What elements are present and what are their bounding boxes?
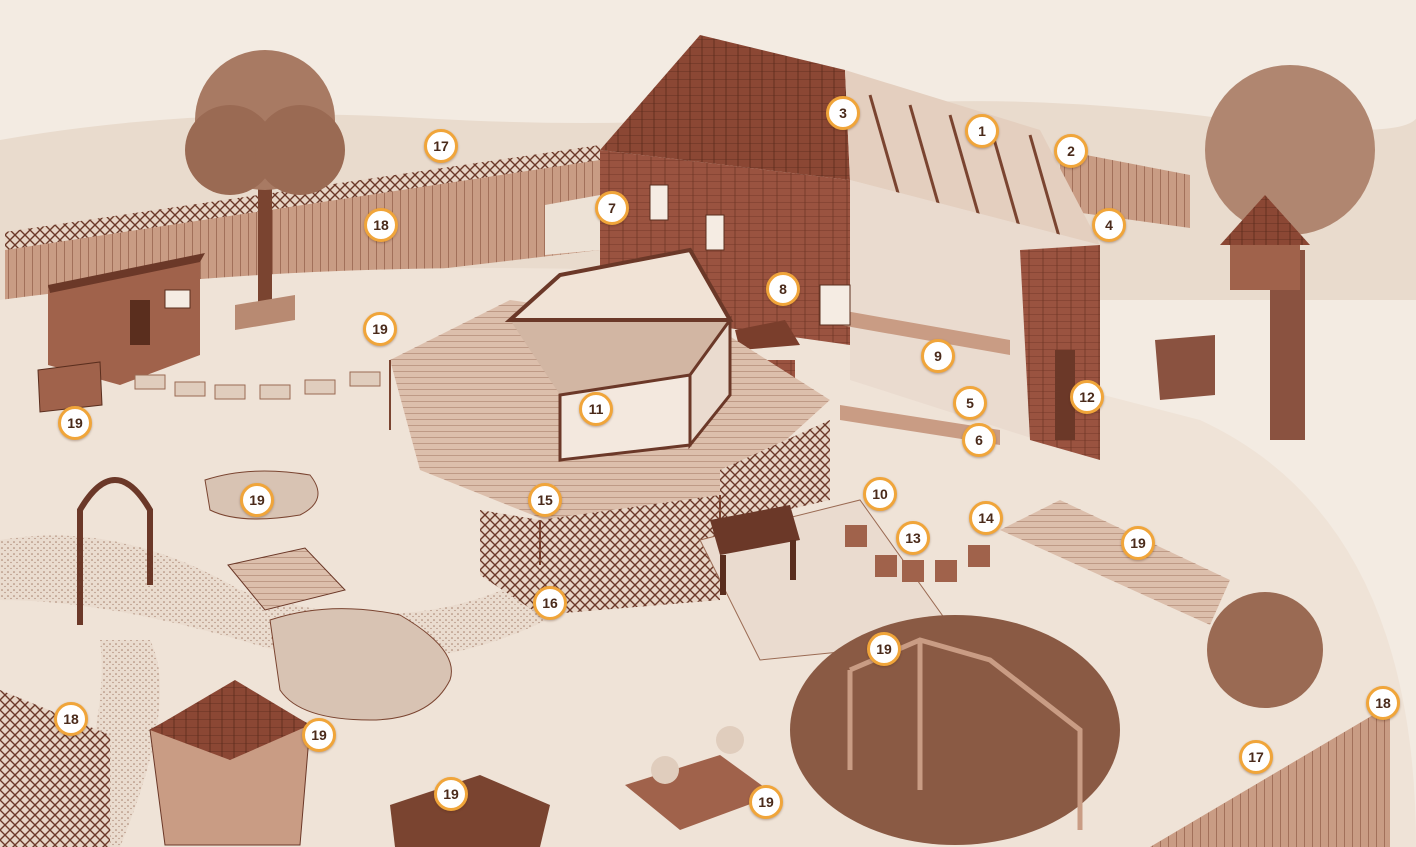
callout-8: 8 xyxy=(766,272,800,306)
callout-20: 19 xyxy=(240,483,274,517)
callout-19-picnic: 19 xyxy=(749,785,783,819)
callout-18-front-left: 18 xyxy=(54,702,88,736)
callout-10: 10 xyxy=(863,477,897,511)
callout-15: 15 xyxy=(528,483,562,517)
callout-13: 13 xyxy=(896,521,930,555)
callout-19-play-area: 19 xyxy=(867,632,901,666)
callout-17-front-fence: 17 xyxy=(1239,740,1273,774)
callout-18-back-fence: 18 xyxy=(364,208,398,242)
callout-17-back-fence: 17 xyxy=(424,129,458,163)
callout-5: 5 xyxy=(953,386,987,420)
callout-19-planter: 19 xyxy=(58,406,92,440)
callout-19-bird-table: 19 xyxy=(363,312,397,346)
callout-14: 14 xyxy=(969,501,1003,535)
callout-4: 4 xyxy=(1092,208,1126,242)
callout-19-steps: 19 xyxy=(1121,526,1155,560)
callout-2: 2 xyxy=(1054,134,1088,168)
callout-12: 12 xyxy=(1070,380,1104,414)
planter-box-left xyxy=(38,362,102,412)
play-area xyxy=(790,615,1120,845)
callout-1: 1 xyxy=(965,114,999,148)
callout-19-gazebo: 19 xyxy=(302,718,336,752)
callout-9: 9 xyxy=(921,339,955,373)
planter-box-right xyxy=(1155,335,1215,400)
callout-11: 11 xyxy=(579,392,613,426)
round-bush xyxy=(1207,592,1323,708)
callout-6: 6 xyxy=(962,423,996,457)
callout-16: 16 xyxy=(533,586,567,620)
callout-3: 3 xyxy=(826,96,860,130)
callout-7: 7 xyxy=(595,191,629,225)
callout-18-front-right: 18 xyxy=(1366,686,1400,720)
callout-19-raised-bed: 19 xyxy=(434,777,468,811)
